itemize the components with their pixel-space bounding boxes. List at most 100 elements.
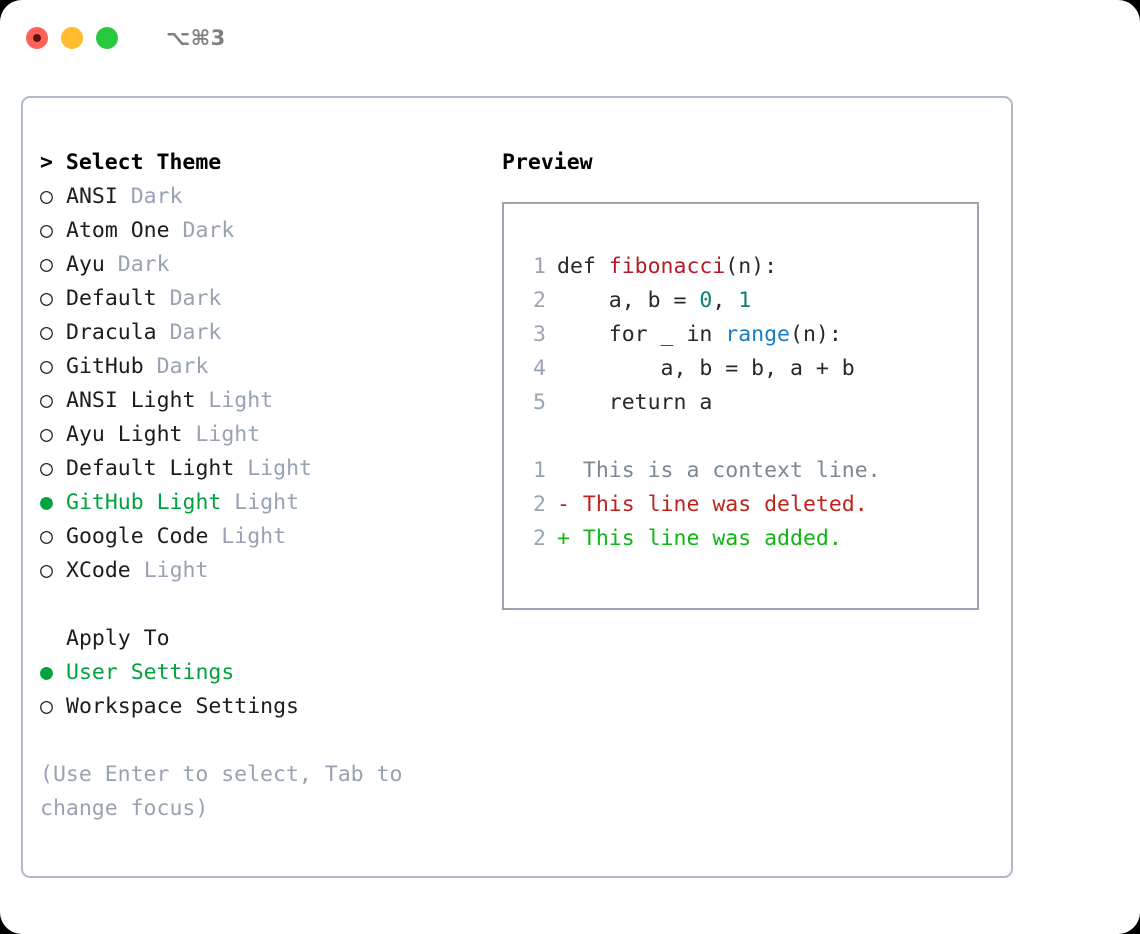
radio-unselected-icon: ○ [40,252,53,277]
close-button[interactable] [26,27,48,49]
hint-spacer [40,724,460,758]
code-line: 5 return a [522,386,977,420]
theme-option-ayu[interactable]: ○ Ayu Dark [40,248,460,282]
code-token-func: fibonacci [608,254,726,279]
diff-sign: - [557,492,570,517]
radio-unselected-icon: ○ [40,694,53,719]
label-variant-gap [131,554,144,588]
code-token-plain: , [712,288,739,313]
apply-to-option-list: ● User Settings ○Workspace Settings [40,656,460,724]
theme-option-label: Ayu [66,252,105,277]
code-token-plain: def [557,254,609,279]
theme-option-variant: Dark [169,286,222,311]
list-spacer [40,588,460,622]
zoom-button[interactable] [96,27,118,49]
theme-option-dracula[interactable]: ○Dracula Dark [40,316,460,350]
radio-unselected-icon: ○ [40,456,53,481]
theme-option-variant: Light [195,422,261,447]
code-token-num: 1 [738,288,752,313]
code-line: 2 a, b = 0, 1 [522,284,977,318]
theme-option-atom-one[interactable]: ○Atom One Dark [40,214,460,248]
code-token-num: 0 [699,288,713,313]
theme-option-github[interactable]: ○GitHub Dark [40,350,460,384]
theme-option-github-light[interactable]: ●GitHub Light Light [40,486,460,520]
theme-option-label: Google Code [66,524,209,549]
label-variant-gap [208,520,221,554]
code-token-call: range [725,322,791,347]
code-line: 3 for _ in range(n): [522,318,977,352]
code-token-plain: for _ in [557,322,726,347]
theme-option-label: Ayu Light [66,422,183,447]
theme-option-ansi-light[interactable]: ○ANSI Light Light [40,384,460,418]
code-line-text: def fibonacci(n): [557,250,777,284]
theme-option-list: ○ANSI Dark○Atom One Dark○Ayu Dark○Defaul… [40,180,460,588]
theme-option-label: Default [66,286,157,311]
diff-line-number: 2 [533,492,546,517]
code-line: 4 a, b = b, a + b [522,352,977,386]
label-variant-gap [105,248,118,282]
code-line-text: for _ in range(n): [557,318,842,352]
keyboard-shortcut-label: ⌥⌘3 [166,26,226,50]
theme-option-ansi[interactable]: ○ANSI Dark [40,180,460,214]
theme-option-variant: Dark [169,320,222,345]
diff-sign: + [557,526,570,551]
radio-selected-icon: ● [40,660,53,685]
theme-option-label: ANSI Light [66,388,196,413]
theme-option-google-code[interactable]: ○Google Code Light [40,520,460,554]
title-bar: ⌥⌘3 [0,0,1140,76]
theme-option-ayu-light[interactable]: ○Ayu Light Light [40,418,460,452]
apply-to-option-workspace-settings[interactable]: ○Workspace Settings [40,690,460,724]
code-token-plain: return a [557,390,713,415]
theme-option-variant: Light [208,388,274,413]
label-variant-gap [183,418,196,452]
code-token-plain: a, b = b, a + b [557,356,855,381]
code-line-number: 5 [533,390,546,415]
code-line-text: a, b = 0, 1 [557,284,751,318]
diff-line-text: This is a context line. [569,458,881,483]
apply-to-header-label: Apply To [66,626,170,651]
radio-unselected-icon: ○ [40,320,53,345]
radio-unselected-icon: ○ [40,218,53,243]
theme-option-label: Atom One [66,218,170,243]
label-variant-gap [195,384,208,418]
radio-unselected-icon: ○ [40,184,53,209]
apply-to-header-indent [40,622,66,656]
code-token-plain: (n): [725,254,778,279]
apply-to-header: Apply To [40,622,460,656]
preview-title: Preview [502,150,593,175]
theme-selector-panel: > Select Theme ○ANSI Dark○Atom One Dark○… [21,96,1013,878]
code-line: 1 def fibonacci(n): [522,250,977,284]
diff-line-added: 2 + This line was added. [522,522,977,556]
diff-sign [557,454,570,488]
label-variant-gap [118,180,131,214]
theme-option-variant: Dark [117,252,170,277]
diff-line-number: 1 [533,458,546,483]
label-variant-gap [234,452,247,486]
code-line-number: 1 [533,254,546,279]
code-line-number: 2 [533,288,546,313]
apply-to-option-label: User Settings [66,660,235,685]
label-variant-gap [170,214,183,248]
diff-sample-block: 1 This is a context line. 2- This line wa… [522,454,977,556]
radio-selected-icon: ● [40,490,53,515]
theme-option-variant: Light [221,524,287,549]
diff-line-deleted: 2- This line was deleted. [522,488,977,522]
minimize-button[interactable] [61,27,83,49]
theme-list-column: > Select Theme ○ANSI Dark○Atom One Dark○… [40,146,460,826]
apply-to-option-user-settings[interactable]: ● User Settings [40,656,460,690]
theme-option-xcode[interactable]: ○XCode Light [40,554,460,588]
label-variant-gap [157,282,170,316]
theme-option-variant: Light [143,558,209,583]
theme-option-default[interactable]: ○ Default Dark [40,282,460,316]
code-line-text: a, b = b, a + b [557,352,855,386]
diff-line-number: 2 [533,526,546,551]
radio-unselected-icon: ○ [40,286,53,311]
theme-option-default-light[interactable]: ○Default Light Light [40,452,460,486]
radio-unselected-icon: ○ [40,354,53,379]
diff-line-text: This line was added. [569,526,842,551]
code-line-text: return a [557,386,713,420]
theme-list-header: > Select Theme [40,150,222,175]
label-variant-gap [221,486,234,520]
